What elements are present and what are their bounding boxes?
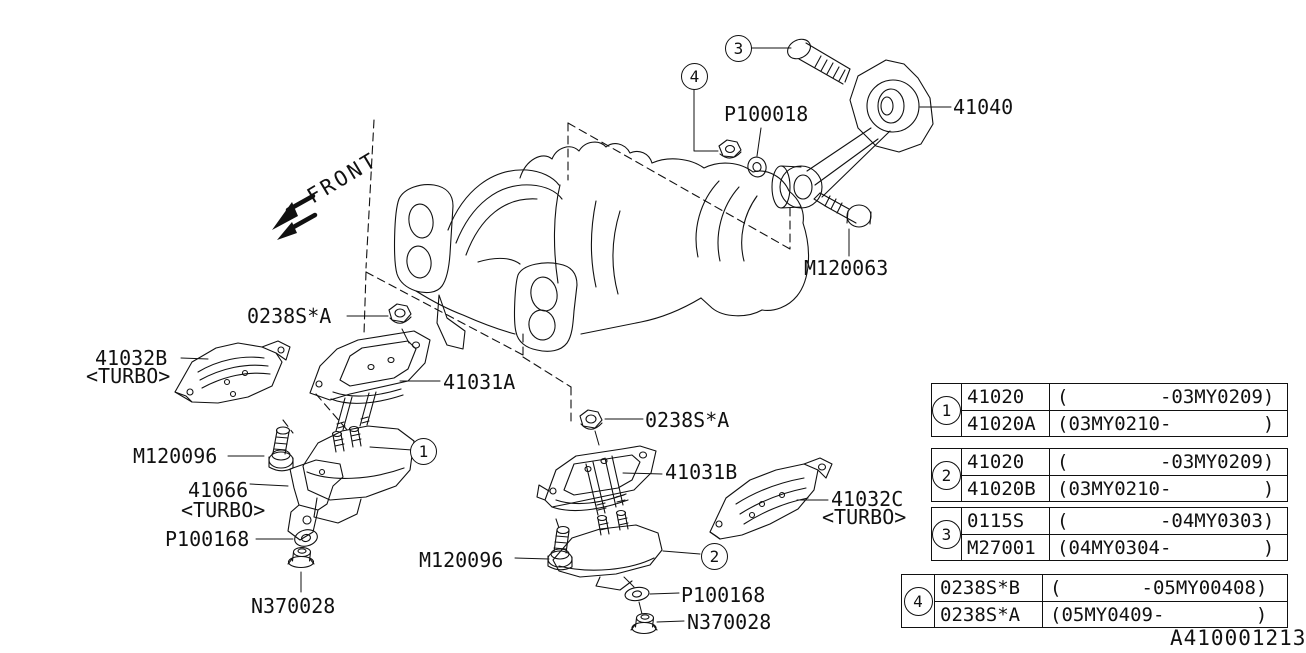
callout-1[interactable]: 1 [410,438,437,465]
applicability-cell: ( -03MY0209) [1049,384,1287,410]
part-note-41066-turbo: <TURBO> [181,498,266,522]
part-label-0238sa-2[interactable]: 0238S*A [645,408,730,432]
dashed-leader-lines [282,119,791,532]
table-callout-4[interactable]: 4 [903,586,933,616]
part-label-0238sa-1[interactable]: 0238S*A [247,304,332,328]
part-number-cell[interactable]: M27001 [962,534,1049,560]
front-arrow-icon [272,193,318,240]
table-group-2: 2 41020 ( -03MY0209) 41020B (03MY0210- ) [931,448,1288,502]
table-group-3-number: 3 [932,508,962,560]
bracket-41031a-art [309,330,431,404]
mount-cushion-2-art [552,524,663,591]
part-label-m120096-1[interactable]: M120096 [133,444,218,468]
part-note-41032c-turbo: <TURBO> [822,505,907,529]
washer-p100168-2-art [624,586,650,602]
part-label-41066[interactable]: 41066 [188,478,249,502]
mount-1-studs-art [331,391,377,453]
applicability-cell: ( -04MY0303) [1049,508,1287,534]
part-number-cell[interactable]: 0238S*B [940,577,1021,599]
nut-n370028-2-art [630,612,658,635]
table-callout-1[interactable]: 1 [932,395,961,425]
applicability-cell: ( -05MY00408) [1042,575,1287,601]
nut-n370028-1-art [287,546,315,569]
part-label-41031b[interactable]: 41031B [665,460,738,484]
callout-4[interactable]: 4 [681,63,708,90]
callout-2[interactable]: 2 [701,543,728,570]
table-group-1-number: 1 [932,384,962,436]
part-number-cell[interactable]: 0238S*A [935,601,1042,627]
part-label-41032c[interactable]: 41032C [831,487,904,511]
rod-bolt-m120063-art [813,192,872,228]
rod-bolt-3-art [787,38,851,85]
leader-lines [180,47,952,623]
bolt-m120096-1-art [268,426,294,472]
bracket-41066-art [287,459,344,541]
bracket-41031b-art [536,445,657,512]
part-number-cell[interactable]: 41020 [967,386,1025,408]
table-group-3: 3 0115S ( -04MY0303) M27001 (04MY0304- ) [931,507,1288,561]
part-number-cell[interactable]: 41020 [967,451,1025,473]
rod-washer-p100018-art [747,156,767,178]
part-number-cell[interactable]: 0115S [967,510,1025,532]
applicability-cell: (03MY0210- ) [1049,475,1287,501]
part-note-41032b-turbo: <TURBO> [86,364,171,388]
part-label-p100018[interactable]: P100018 [724,102,809,126]
table-callout-3[interactable]: 3 [932,519,961,549]
part-label-p100168-2[interactable]: P100168 [681,583,766,607]
engine-assembly-art [393,141,810,352]
applicability-cell: (04MY0304- ) [1049,534,1287,560]
table-group-4-number: 4 [902,575,935,627]
bracket-41032b-art [174,340,291,404]
diagram-code: A410001213 [1170,626,1306,650]
part-label-p100168-1[interactable]: P100168 [165,527,250,551]
callout-3[interactable]: 3 [725,35,752,62]
part-number-cell[interactable]: 41020B [962,475,1049,501]
part-label-41032b[interactable]: 41032B [95,346,168,370]
table-callout-2[interactable]: 2 [932,460,961,490]
bolt-m120096-2-art [547,525,573,571]
part-label-41031a[interactable]: 41031A [443,370,516,394]
part-label-n370028-2[interactable]: N370028 [687,610,772,634]
applicability-cell: (05MY0409- ) [1042,601,1287,627]
part-label-n370028-1[interactable]: N370028 [251,594,336,618]
nut-0238sa-1-art [388,303,412,324]
washer-p100168-1-art [294,529,318,547]
part-number-cell[interactable]: 41020A [962,410,1049,436]
pitching-stopper-rod-art [771,59,934,209]
table-group-2-number: 2 [932,449,962,501]
part-label-41040[interactable]: 41040 [953,95,1014,119]
table-group-1: 1 41020 ( -03MY0209) 41020A (03MY0210- ) [931,383,1288,437]
nut-0238sa-2-art [579,409,603,430]
rod-nut-4-art [718,139,742,159]
bracket-41032c-art [709,457,833,540]
part-label-m120096-2[interactable]: M120096 [419,548,504,572]
applicability-cell: (03MY0210- ) [1049,410,1287,436]
applicability-cell: ( -03MY0209) [1049,449,1287,475]
table-group-4: 4 0238S*B ( -05MY00408) 0238S*A (05MY040… [901,574,1288,628]
part-label-m120063[interactable]: M120063 [804,256,889,280]
